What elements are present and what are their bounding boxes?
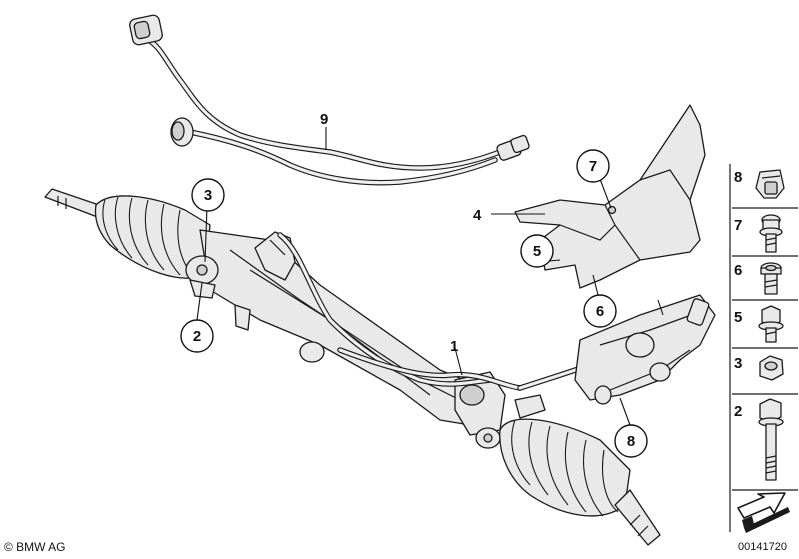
callout-8: 8 [614,424,648,458]
parts-legend: 8 7 6 [729,162,798,533]
callout-1-label: 1 [450,338,458,355]
callout-8-label: 8 [627,433,635,450]
legend-label-7: 7 [734,217,742,234]
callout-7: 7 [576,149,610,183]
flange-bolt-icon [759,214,783,253]
legend-item-2: 2 [734,398,784,481]
callout-7-label: 7 [589,158,597,175]
diagram-number: 00141720 [738,541,787,553]
collar-bolt-icon [760,262,782,295]
legend-item-8: 8 [734,169,785,199]
callout-6: 6 [583,294,617,328]
hydraulic-line-assembly [129,14,530,186]
callout-5: 5 [520,234,554,268]
legend-label-3: 3 [734,355,742,372]
rack-pressure-lines [277,232,593,391]
callout-9: 9 [320,111,328,128]
valve-body [574,294,716,405]
callout-3: 3 [191,178,225,212]
callout-4-label: 4 [473,207,482,224]
callout-3-label: 3 [204,187,212,204]
hex-bolt-icon [758,305,784,343]
callout-1: 1 [450,338,458,355]
callout-2: 2 [180,319,214,353]
legend-item-7: 7 [734,214,783,253]
callout-9-label: 9 [320,111,328,128]
direction-arrow-icon [737,492,790,533]
legend-item-3: 3 [734,355,784,381]
callout-2-label: 2 [193,328,201,345]
legend-label-8: 8 [734,169,742,186]
legend-item-6: 6 [734,262,782,295]
callout-4: 4 [473,207,482,224]
callout-6-label: 6 [596,303,604,320]
callout-5-label: 5 [533,243,541,260]
copyright-notice: © BMW AG [4,540,66,554]
legend-label-2: 2 [734,403,742,420]
long-bolt-icon [758,398,784,481]
legend-label-5: 5 [734,309,742,326]
hex-nut-icon [759,355,784,381]
legend-label-6: 6 [734,262,742,279]
clip-nut-icon [755,169,785,199]
legend-item-5: 5 [734,305,784,343]
